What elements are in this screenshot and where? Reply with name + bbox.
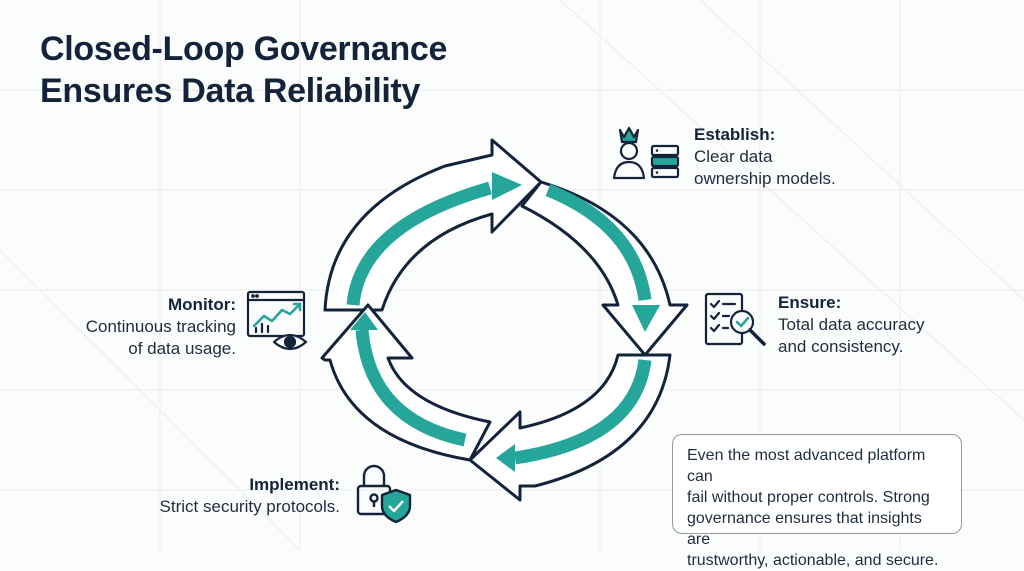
step-implement: Implement: Strict security protocols. — [140, 474, 340, 518]
step-monitor-heading: Monitor: — [168, 295, 236, 314]
chart-eye-icon — [246, 290, 308, 351]
teal-head-top-right — [632, 305, 660, 332]
padlock-shield-icon — [356, 464, 412, 524]
step-monitor: Monitor: Continuous tracking of data usa… — [40, 294, 236, 360]
step-implement-body-1: Strict security protocols. — [159, 497, 340, 516]
title-line-2: Ensures Data Reliability — [40, 72, 421, 110]
governance-cycle-diagram — [320, 138, 689, 502]
note-line-1: Even the most advanced platform can — [687, 447, 926, 485]
teal-head-bottom-right — [496, 444, 515, 472]
title-line-1: Closed-Loop Governance — [40, 30, 448, 68]
note-line-3: governance ensures that insights are — [687, 510, 922, 548]
teal-head-top-left — [492, 172, 522, 200]
data-owner-crown-server-icon — [612, 126, 680, 180]
step-ensure: Ensure: Total data accuracy and consiste… — [778, 292, 924, 358]
teal-band-top-right — [545, 183, 652, 301]
step-establish: Establish: Clear data ownership models. — [694, 124, 836, 190]
step-ensure-body-2: and consistency. — [778, 337, 904, 356]
teal-band-bottom-left — [355, 329, 467, 447]
checklist-magnifier-icon — [704, 292, 766, 346]
step-establish-body-1: Clear data — [694, 147, 773, 166]
step-ensure-body-1: Total data accuracy — [778, 315, 925, 334]
step-monitor-body-1: Continuous tracking — [85, 317, 236, 336]
governance-note-box: Even the most advanced platform can fail… — [672, 434, 962, 569]
teal-head-bottom-left — [350, 312, 378, 330]
step-monitor-body-2: of data usage. — [128, 339, 236, 358]
step-implement-heading: Implement: — [249, 475, 340, 494]
cycle-arrow-top-right — [520, 180, 689, 357]
teal-band-top-left — [346, 181, 492, 306]
step-establish-heading: Establish: — [694, 125, 776, 144]
step-ensure-heading: Ensure: — [778, 293, 842, 312]
page-title: Closed-Loop Governance Ensures Data Reli… — [40, 28, 560, 112]
note-line-4: trustworthy, actionable, and secure. — [687, 552, 939, 569]
teal-band-bottom-right — [514, 359, 652, 465]
note-line-2: fail without proper controls. Strong — [687, 489, 930, 506]
step-establish-body-2: ownership models. — [694, 169, 836, 188]
